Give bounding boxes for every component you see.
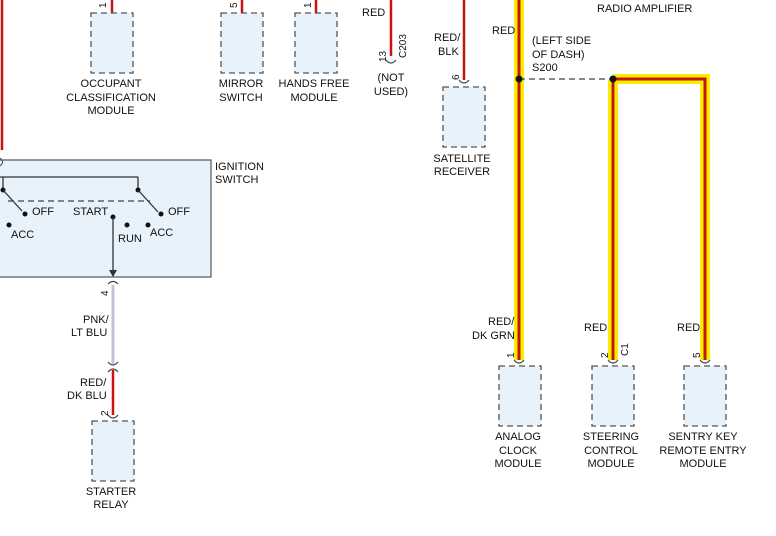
ignition-start: START	[73, 206, 108, 218]
inline-connector-top	[107, 361, 119, 366]
module-sentry	[683, 365, 727, 427]
pin-occupant: 1	[98, 2, 109, 8]
label-mirror-2: SWITCH	[219, 92, 262, 104]
ignition-acc-left-contact	[6, 222, 12, 228]
inline-connector-bottom	[107, 368, 119, 373]
pin-c203: 13	[378, 50, 389, 62]
module-hands-free	[294, 12, 338, 74]
module-mirror	[220, 12, 264, 74]
wire-label-red-blk-2: BLK	[438, 46, 459, 58]
label-sentry-3: MODULE	[679, 458, 726, 470]
label-not-used-2: USED)	[374, 86, 408, 98]
label-clock-3: MODULE	[494, 458, 541, 470]
splice-note-2: OF DASH)	[532, 49, 585, 61]
label-hands-free-1: HANDS FREE	[279, 78, 350, 90]
pin-sentry: 5	[692, 352, 703, 358]
splice-id: S200	[532, 62, 558, 74]
ignition-top-contact	[0, 157, 3, 167]
pin-steering: 2	[600, 352, 611, 358]
wire-label-red-dk-grn-1: RED/	[488, 316, 515, 328]
label-hands-free-2: MODULE	[290, 92, 337, 104]
ignition-title-2: SWITCH	[215, 174, 258, 186]
ignition-acc-right: ACC	[150, 227, 173, 239]
ignition-output-arrow	[109, 270, 117, 277]
label-steering-3: MODULE	[587, 458, 634, 470]
wire-label-pnk-lt-blu-1: PNK/	[83, 314, 110, 326]
splice-dot-left	[515, 75, 523, 83]
label-sentry-1: SENTRY KEY	[668, 431, 738, 443]
ignition-off-right-contact	[158, 211, 164, 217]
label-mirror-1: MIRROR	[219, 78, 264, 90]
label-starter-2: RELAY	[93, 499, 129, 511]
label-not-used-1: (NOT	[378, 72, 405, 84]
connector-c203: C203	[398, 34, 409, 58]
module-satellite	[442, 86, 486, 148]
wire-label-red-blk-1: RED/	[434, 32, 461, 44]
ignition-switch-box	[0, 159, 212, 278]
label-steering-2: CONTROL	[584, 445, 638, 457]
ignition-title-1: IGNITION	[215, 161, 264, 173]
connector-c1: C1	[620, 343, 631, 356]
ignition-acc-left: ACC	[11, 229, 34, 241]
pin-clock: 1	[506, 352, 517, 358]
label-sentry-2: REMOTE ENTRY	[659, 445, 747, 457]
wire-label-red-steering: RED	[584, 322, 607, 334]
label-starter-1: STARTER	[86, 486, 136, 498]
connector-satellite-end	[458, 79, 470, 84]
pin-satellite: 6	[451, 74, 462, 80]
ignition-run: RUN	[118, 233, 142, 245]
connector-steering-end	[607, 359, 619, 364]
splice-note-1: (LEFT SIDE	[532, 35, 591, 47]
label-radio-amplifier: RADIO AMPLIFIER	[597, 3, 692, 15]
module-analog-clock	[498, 365, 542, 427]
connector-starter-end	[107, 414, 119, 419]
wire-label-red-amp: RED	[492, 25, 515, 37]
splice-dot-right	[609, 75, 617, 83]
wire-label-pnk-lt-blu-2: LT BLU	[71, 327, 107, 339]
label-steering-1: STEERING	[583, 431, 639, 443]
wire-label-red-sentry: RED	[677, 322, 700, 334]
ignition-off-left-contact	[22, 211, 28, 217]
module-steering	[591, 365, 635, 427]
highlight-sentry	[613, 74, 710, 360]
connector-c203-end	[385, 59, 397, 64]
pin-starter: 2	[100, 410, 111, 416]
wire-label-red-dk-blu-2: DK BLU	[67, 390, 107, 402]
wire-label-red-dk-grn-2: DK GRN	[472, 330, 515, 342]
wire-sentry	[613, 77, 707, 360]
pin-hands-free: 1	[303, 2, 314, 8]
module-occupant	[90, 12, 134, 74]
label-clock-2: CLOCK	[499, 445, 538, 457]
label-clock-1: ANALOG	[495, 431, 541, 443]
pin-ignition-4: 4	[100, 290, 111, 296]
ignition-off-left: OFF	[32, 206, 54, 218]
connector-sentry-end	[699, 359, 711, 364]
label-occupant-1: OCCUPANT	[81, 78, 142, 90]
label-satellite-2: RECEIVER	[434, 166, 490, 178]
module-starter-relay	[91, 420, 135, 482]
wire-label-red-top: RED	[362, 7, 385, 19]
wire-label-red-dk-blu-1: RED/	[80, 377, 107, 389]
ignition-acc-right-contact	[145, 222, 151, 228]
label-occupant-2: CLASSIFICATION	[66, 92, 156, 104]
connector-clock-end	[513, 359, 525, 364]
label-occupant-3: MODULE	[87, 105, 134, 117]
label-satellite-1: SATELLITE	[433, 153, 490, 165]
connector-ignition-end	[107, 280, 119, 285]
pin-mirror: 5	[229, 2, 240, 8]
ignition-off-right: OFF	[168, 206, 190, 218]
ignition-run-contact	[124, 222, 130, 228]
